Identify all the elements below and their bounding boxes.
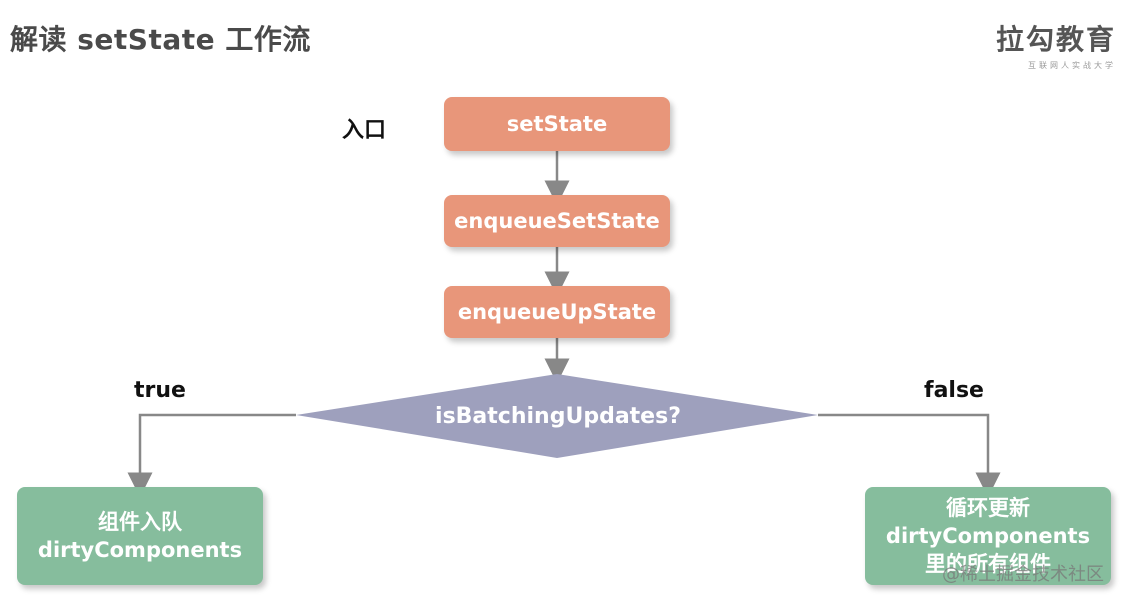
logo-subtitle: 互联网人实战大学 <box>1028 61 1116 70</box>
enqueue-components-line1: 组件入队 <box>98 510 182 534</box>
update-components-line3: 里的所有组件 <box>925 552 1051 576</box>
entry-label: 入口 <box>342 118 387 143</box>
page-title: 解读 setState 工作流 <box>10 23 311 56</box>
update-components-box: 循环更新 dirtyComponents 里的所有组件 <box>865 487 1111 585</box>
update-components-line2: dirtyComponents <box>885 524 1091 548</box>
enqueue-components-box: 组件入队 dirtyComponents <box>17 487 263 585</box>
update-components-line1: 循环更新 <box>946 496 1030 520</box>
connector-false-branch <box>818 413 1001 498</box>
setstate-box: setState <box>444 97 670 151</box>
true-label: true <box>134 378 186 403</box>
decision-label: isBatchingUpdates? <box>435 403 681 429</box>
enqueueupstate-box: enqueueUpState <box>444 286 670 338</box>
false-label: false <box>924 378 984 403</box>
enqueuesetstate-box: enqueueSetState <box>444 195 670 247</box>
decision-diamond <box>296 374 818 458</box>
enqueue-components-line2: dirtyComponents <box>37 538 243 562</box>
logo-text: 拉勾教育 <box>995 23 1116 56</box>
watermark: @稀土掘金技术社区 <box>942 564 1104 585</box>
brand-logo: 拉勾教育 互联网人实战大学 <box>996 18 1116 71</box>
connector-true-branch <box>127 413 296 498</box>
